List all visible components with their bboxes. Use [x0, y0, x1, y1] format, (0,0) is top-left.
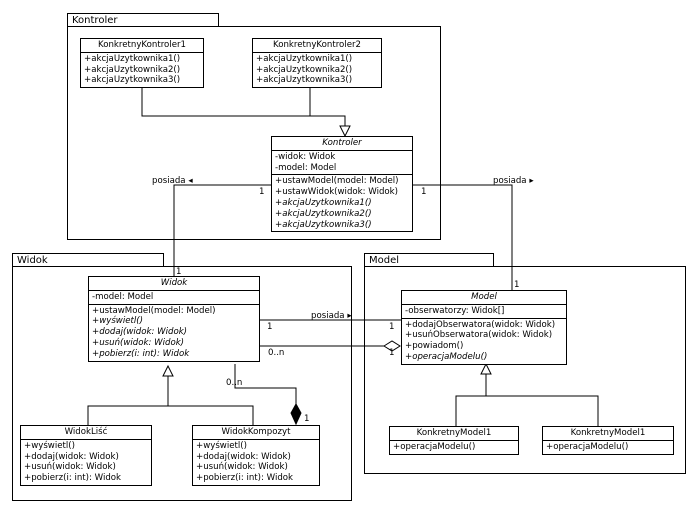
package-kontroler: [67, 26, 441, 240]
package-widok: [12, 266, 352, 501]
generalization-kontroler1: [141, 87, 346, 126]
assoc-label-text: posiada: [311, 311, 345, 321]
method: +usuń(widok: Widok): [196, 462, 288, 473]
method: +wyświetl(): [24, 440, 75, 451]
class-widok-kompozyt[interactable]: WidokKompozyt +wyświetl() +dodaj(widok: …: [192, 425, 320, 486]
generalization-widok-kompozyt: [168, 405, 254, 425]
assoc-label-text: posiada: [152, 176, 186, 186]
abstract-method: +akcjaUzytkownika1(): [275, 197, 372, 208]
class-model[interactable]: Model -obserwatorzy: Widok[] +dodajObser…: [401, 290, 567, 365]
method: +akcjaUzytkownika3(): [84, 75, 181, 86]
assoc-kontroler-widok-label: posiada ◂: [152, 176, 193, 186]
abstract-method: +akcjaUzytkownika2(): [275, 208, 372, 219]
class-widok[interactable]: Widok -model: Model +ustawModel(model: M…: [88, 276, 260, 362]
abstract-method: +usuń(widok: Widok): [92, 337, 185, 348]
package-kontroler-title: Kontroler: [72, 15, 118, 26]
multiplicity: 1: [514, 280, 520, 290]
method: +usuń(widok: Widok): [24, 462, 116, 473]
method: +pobierz(i: int): Widok: [196, 473, 294, 484]
method: +akcjaUzytkownika3(): [256, 75, 353, 86]
multiplicity: 0..n: [268, 348, 285, 358]
package-widok-title: Widok: [17, 255, 48, 266]
method: +usuńObserwatora(widok: Widok): [405, 330, 553, 341]
class-name: KonkretnyKontroler1: [81, 39, 203, 53]
class-kontroler[interactable]: Kontroler -widok: Widok -model: Model +u…: [271, 136, 413, 233]
composition-diamond: [290, 402, 302, 426]
method: +dodajObserwatora(widok: Widok): [405, 319, 556, 330]
method: +ustawWidok(widok: Widok): [275, 187, 398, 198]
class-name: KonkretnyModel1: [390, 427, 518, 441]
assoc-kontroler-model-label: posiada ▸: [493, 176, 534, 186]
abstract-method: +akcjaUzytkownika3(): [275, 219, 372, 230]
class-widok-lisc[interactable]: WidokLiść +wyświetl() +dodaj(widok: Wido…: [20, 425, 152, 486]
direction-arrow-icon: ▸: [347, 311, 352, 321]
class-name: KonkretnyModel1: [543, 427, 673, 441]
multiplicity: 1: [267, 322, 273, 332]
method: +ustawModel(model: Model): [92, 305, 216, 316]
multiplicity: 1: [421, 187, 427, 197]
method: +akcjaUzytkownika1(): [256, 53, 353, 64]
abstract-method: +dodaj(widok: Widok): [92, 327, 188, 338]
class-konkretny-kontroler-1[interactable]: KonkretnyKontroler1 +akcjaUzytkownika1()…: [80, 38, 204, 89]
package-model-tab: Model: [364, 253, 494, 267]
class-konkretny-model-b[interactable]: KonkretnyModel1 +operacjaModelu(): [542, 426, 674, 455]
generalization-kontroler-arrowhead: [339, 125, 351, 138]
multiplicity: 0..n: [226, 378, 243, 388]
multiplicity: 1: [389, 348, 395, 358]
package-model-title: Model: [369, 255, 400, 266]
method: +wyświetl(): [196, 440, 247, 451]
attribute: -obserwatorzy: Widok[]: [405, 305, 505, 316]
multiplicity: 1: [389, 322, 395, 332]
method: +operacjaModelu(): [393, 441, 476, 452]
attribute: -model: Model: [275, 162, 337, 173]
method: +dodaj(widok: Widok): [24, 451, 119, 462]
aggregation-diamond: [383, 340, 401, 352]
assoc-kontroler-model: [413, 184, 513, 290]
generalization-widok-arrowhead: [162, 364, 174, 377]
class-name: KonkretnyKontroler2: [253, 39, 381, 53]
multiplicity: 1: [259, 187, 265, 197]
abstract-method: +pobierz(i: int): Widok: [92, 348, 190, 359]
abstract-method: +wyświetl(): [92, 316, 143, 327]
class-name: WidokKompozyt: [193, 426, 319, 440]
class-name: Model: [402, 291, 566, 305]
assoc-kontroler-widok: [173, 184, 271, 276]
multiplicity: 1: [176, 267, 182, 277]
method: +operacjaModelu(): [546, 441, 629, 452]
attribute: -widok: Widok: [275, 151, 336, 162]
abstract-method: +operacjaModelu(): [405, 351, 488, 362]
method: +powiadom(): [405, 341, 464, 352]
generalization-model-a: [455, 374, 487, 426]
multiplicity: 1: [304, 414, 310, 424]
attribute: -model: Model: [92, 291, 154, 302]
method: +ustawModel(model: Model): [275, 176, 399, 187]
package-model: [364, 266, 686, 474]
method: +dodaj(widok: Widok): [196, 451, 291, 462]
generalization-widok-lisc: [87, 376, 169, 425]
class-name: Kontroler: [272, 137, 412, 151]
class-name: WidokLiść: [21, 426, 151, 440]
method: +pobierz(i: int): Widok: [24, 473, 122, 484]
class-konkretny-model-a[interactable]: KonkretnyModel1 +operacjaModelu(): [389, 426, 519, 455]
composition-line: [234, 364, 297, 404]
package-kontroler-tab: Kontroler: [67, 13, 219, 27]
generalization-model-arrowhead: [480, 362, 492, 375]
assoc-widok-model-label: posiada ▸: [311, 311, 352, 321]
assoc-label-text: posiada: [493, 176, 527, 186]
method: +akcjaUzytkownika1(): [84, 53, 181, 64]
class-name: Widok: [89, 277, 259, 291]
direction-arrow-icon: ◂: [188, 176, 193, 186]
direction-arrow-icon: ▸: [529, 176, 534, 186]
class-konkretny-kontroler-2[interactable]: KonkretnyKontroler2 +akcjaUzytkownika1()…: [252, 38, 382, 89]
package-widok-tab: Widok: [12, 253, 164, 267]
method: +akcjaUzytkownika2(): [84, 64, 181, 75]
method: +akcjaUzytkownika2(): [256, 64, 353, 75]
generalization-model-b: [486, 395, 599, 426]
